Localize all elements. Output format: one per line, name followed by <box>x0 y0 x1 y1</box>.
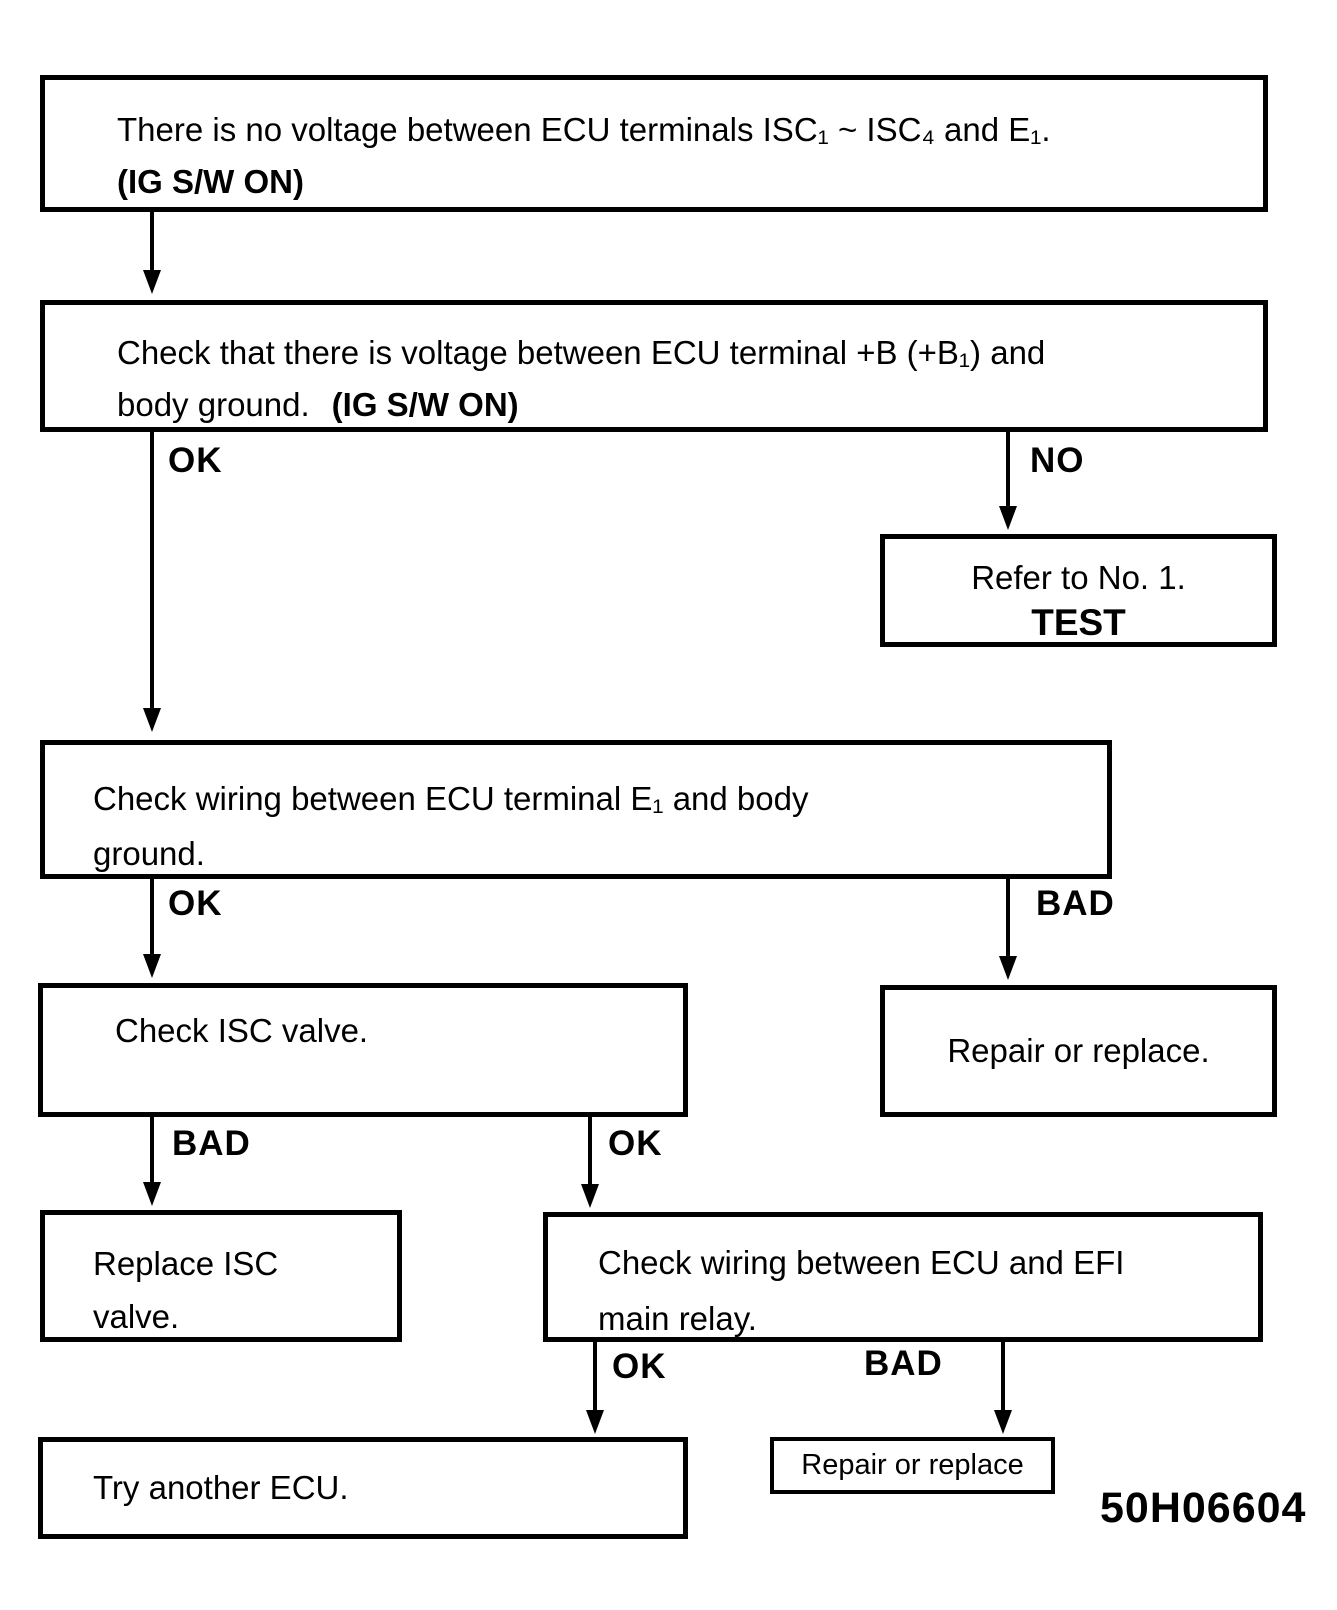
node-check-efi-wiring: Check wiring between ECU and EFI main re… <box>543 1212 1263 1342</box>
node-check-isc-valve: Check ISC valve. <box>38 983 688 1117</box>
node-text-line: There is no voltage between ECU terminal… <box>117 111 1051 148</box>
arrowhead-icon <box>586 1410 604 1434</box>
arrowhead-icon <box>999 506 1017 530</box>
edge-label-ok-4: OK <box>612 1347 667 1386</box>
node-no-voltage: There is no voltage between ECU terminal… <box>40 75 1268 212</box>
node-text-line-emphasis: (IG S/W ON) <box>117 163 304 200</box>
arrowhead-icon <box>581 1184 599 1208</box>
connector-line-ok-1 <box>150 432 154 710</box>
node-text-line: Repair or replace. <box>947 1032 1210 1069</box>
connector-line-start <box>150 212 154 272</box>
arrowhead-icon <box>143 954 161 978</box>
arrowhead-icon <box>143 708 161 732</box>
node-check-e1-wiring: Check wiring between ECU terminal E₁ and… <box>40 740 1112 879</box>
edge-label-ok-2: OK <box>168 884 223 923</box>
node-text-line: Check wiring between ECU and EFI <box>598 1244 1125 1281</box>
edge-label-bad-3: BAD <box>864 1344 943 1383</box>
node-text-line: ground. <box>93 835 205 872</box>
arrowhead-icon <box>143 270 161 294</box>
node-refer-test: Refer to No. 1. TEST <box>880 534 1277 647</box>
node-text-line: Check ISC valve. <box>115 1012 369 1049</box>
edge-label-bad-2: BAD <box>172 1124 251 1163</box>
node-text-line: valve. <box>93 1298 180 1335</box>
node-text-segment: body ground. <box>117 386 310 423</box>
node-text-line: Repair or replace <box>801 1449 1024 1481</box>
node-check-b-voltage: Check that there is voltage between ECU … <box>40 300 1268 432</box>
connector-line-ok-3 <box>588 1117 592 1185</box>
document-number: 50H06604 <box>1100 1484 1307 1532</box>
connector-line-bad-1 <box>1006 879 1010 958</box>
arrowhead-icon <box>994 1410 1012 1434</box>
node-text-line: body ground. (IG S/W ON) <box>117 379 1243 431</box>
node-try-another-ecu: Try another ECU. <box>38 1437 688 1539</box>
node-text-line: Try another ECU. <box>93 1469 349 1506</box>
node-text-line: Refer to No. 1. <box>971 559 1186 596</box>
arrowhead-icon <box>999 956 1017 980</box>
node-repair-or-replace-1: Repair or replace. <box>880 985 1277 1117</box>
arrowhead-icon <box>143 1182 161 1206</box>
connector-line-bad-3 <box>1001 1342 1005 1412</box>
node-repair-or-replace-2: Repair or replace <box>770 1437 1055 1494</box>
edge-label-ok-3: OK <box>608 1124 663 1163</box>
edge-label-ok-1: OK <box>168 441 223 480</box>
connector-line-ok-4 <box>593 1342 597 1412</box>
connector-line-bad-2 <box>150 1117 154 1183</box>
node-text-line: Check wiring between ECU terminal E₁ and… <box>93 780 809 817</box>
node-text-line: Check that there is voltage between ECU … <box>117 334 1046 371</box>
node-text-segment-emphasis: (IG S/W ON) <box>331 386 519 423</box>
edge-label-no: NO <box>1030 441 1085 480</box>
node-text-line: Replace ISC <box>93 1245 279 1282</box>
edge-label-bad-1: BAD <box>1036 884 1115 923</box>
node-text-line: main relay. <box>598 1300 757 1337</box>
connector-line-ok-2 <box>150 879 154 956</box>
connector-line-no <box>1006 432 1010 506</box>
node-replace-isc-valve: Replace ISC valve. <box>40 1210 402 1342</box>
node-text-line-emphasis: TEST <box>1031 602 1126 643</box>
